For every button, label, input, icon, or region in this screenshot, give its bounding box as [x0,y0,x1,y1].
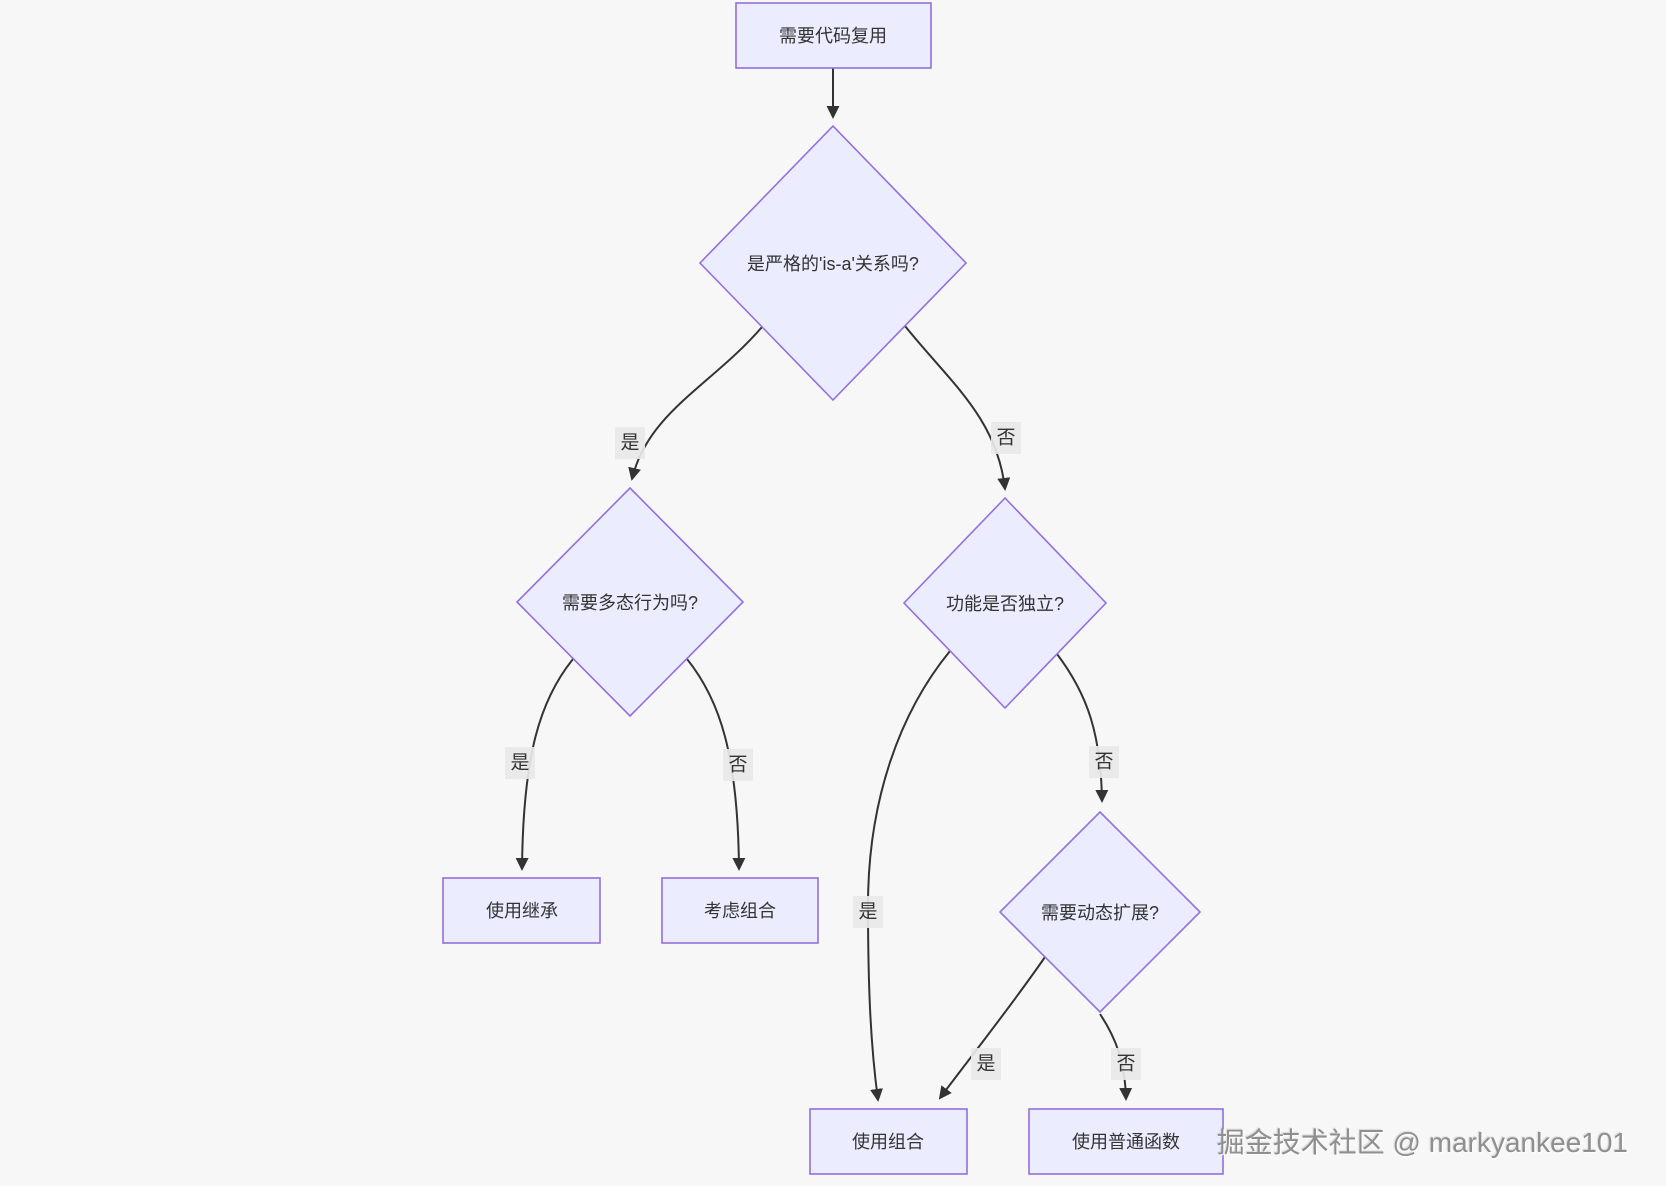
svg-text:是严格的'is-a'关系吗?: 是严格的'is-a'关系吗? [747,254,919,274]
svg-text:使用普通函数: 使用普通函数 [1072,1132,1180,1152]
edge-label-dynamic-no: 否 [1111,1048,1141,1080]
edge-label-independent-yes: 是 [853,896,883,928]
edge-label-isa-yes: 是 [615,427,645,459]
edge-isa-yes-to-polymorphic [628,326,763,481]
svg-text:否: 否 [728,755,747,776]
edge-label-polymorphic-no: 否 [723,749,753,781]
node-start: 需要代码复用 [735,2,932,69]
svg-text:使用继承: 使用继承 [486,901,558,921]
decision-dynamic: 需要动态扩展? [998,810,1202,1014]
decision-isa: 是严格的'is-a'关系吗? [698,124,968,402]
svg-text:是: 是 [510,753,529,774]
svg-text:是: 是 [976,1054,995,1075]
svg-text:需要动态扩展?: 需要动态扩展? [1041,903,1159,923]
edge-independent-no-to-dynamic [1056,653,1109,803]
svg-text:否: 否 [1116,1054,1135,1075]
nodes: 需要代码复用 是严格的'is-a'关系吗? 需要多态行为吗? 功能是否独立? 需… [442,2,1224,1175]
svg-text:否: 否 [996,428,1015,449]
edge-polymorphic-no-to-consider-composition [686,658,746,871]
edge-dynamic-yes-to-composition [938,956,1046,1100]
svg-text:考虑组合: 考虑组合 [704,901,776,921]
edge-labels: 是 否 是 否 是 否 是 [505,422,1141,1080]
edge-label-isa-no: 否 [991,422,1021,454]
svg-text:是: 是 [858,902,877,923]
node-use-plain-function: 使用普通函数 [1028,1108,1224,1175]
watermark: 掘金技术社区 @ markyankee101 [1217,1127,1628,1158]
edge-label-polymorphic-yes: 是 [505,747,535,779]
node-consider-composition: 考虑组合 [661,877,819,944]
edge-independent-yes-to-composition [866,650,951,1102]
edges [515,68,1133,1102]
svg-text:使用组合: 使用组合 [852,1132,924,1152]
edge-label-independent-no: 否 [1089,746,1119,778]
edge-label-dynamic-yes: 是 [971,1048,1001,1080]
decision-polymorphic: 需要多态行为吗? [515,486,745,718]
edge-polymorphic-yes-to-inheritance [515,658,574,871]
node-use-inheritance: 使用继承 [442,877,601,944]
node-use-composition: 使用组合 [809,1108,968,1175]
decision-independent: 功能是否独立? [902,496,1108,710]
svg-text:需要代码复用: 需要代码复用 [779,26,887,46]
svg-text:功能是否独立?: 功能是否独立? [946,594,1064,614]
svg-text:是: 是 [620,433,639,454]
edge-isa-no-to-independent [904,325,1011,491]
svg-text:需要多态行为吗?: 需要多态行为吗? [562,593,698,613]
svg-text:否: 否 [1094,752,1113,773]
